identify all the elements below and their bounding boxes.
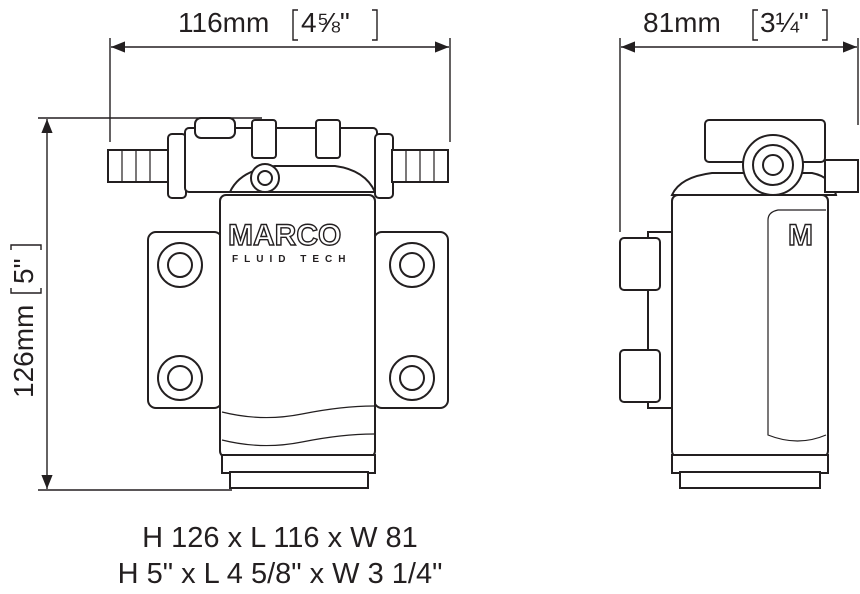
length-metric-label: 116mm [178, 7, 269, 38]
length-imperial-label: 4⅝" [301, 7, 350, 38]
caption-metric: H 126 x L 116 x W 81 [142, 522, 418, 554]
brand-logo: MARCO [228, 219, 341, 252]
caption-imperial: H 5" x L 4 5/8" x W 3 1/4" [117, 558, 443, 590]
brand-tagline: FLUID TECH [232, 254, 351, 265]
pump-front-view: MARCO FLUID TECH [107, 117, 449, 489]
svg-text:M: M [788, 219, 813, 252]
width-imperial-label: 3¼" [760, 7, 809, 38]
height-metric-label: 126mm [8, 305, 39, 398]
pump-side-view: M [619, 119, 859, 489]
length-dimension: 116mm 4⅝" [109, 7, 451, 142]
height-imperial-label: 5" [8, 258, 39, 284]
width-dimension: 81mm 3¼" [619, 7, 859, 232]
width-metric-label: 81mm [643, 7, 721, 38]
height-dimension: 126mm 5" [8, 117, 262, 491]
